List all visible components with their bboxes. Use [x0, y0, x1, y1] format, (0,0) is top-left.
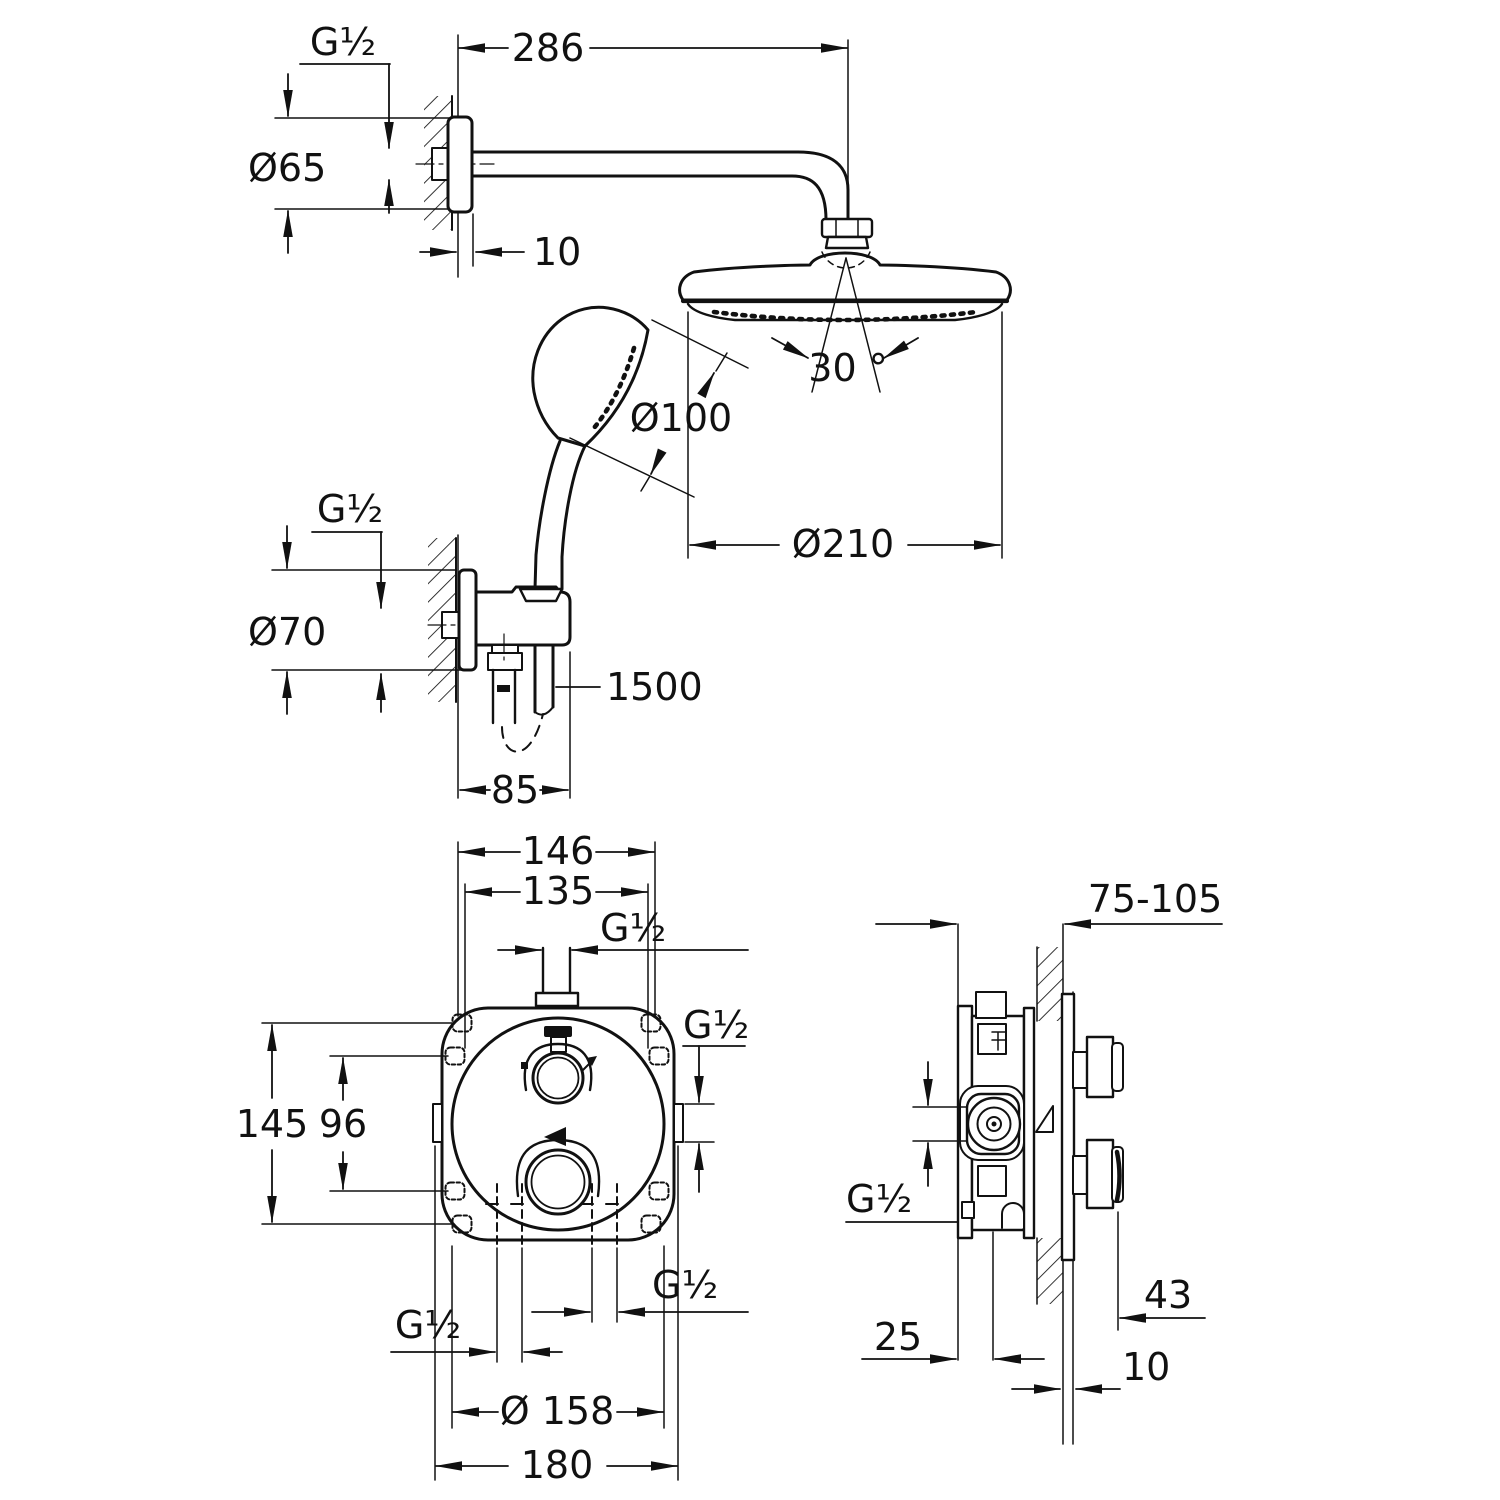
hand-shower-head: [531, 305, 650, 448]
flow-triangle-mark: [1035, 1105, 1054, 1133]
hose-union-nut: [487, 652, 523, 671]
dim-label-head-diameter: Ø210: [792, 522, 894, 566]
shower-head: [678, 251, 1012, 302]
head-shower-view: G¹⁄₂ 286 Ø65 10 30 ° Ø210: [248, 20, 1012, 566]
arm-escutcheon: [446, 115, 474, 214]
dim-label-hose-length: 1500: [606, 665, 703, 709]
bottom-ports-hidden: [485, 1183, 619, 1249]
dim-label-depth-range: 75-105: [1088, 877, 1223, 921]
dim-label-side-thread: G¹⁄₂: [846, 1177, 912, 1221]
dim-label-thread-right: G¹⁄₂: [683, 1003, 749, 1047]
dim-label-thread-bottom-left: G¹⁄₂: [395, 1303, 461, 1347]
grohe-logo-block: [544, 1026, 572, 1037]
dim-label-height-outer: 145: [236, 1102, 309, 1146]
spray-angle-line: [811, 257, 847, 393]
dim-label-holder-projection: 85: [491, 768, 539, 812]
shower-hose: [533, 643, 555, 714]
hand-shower-holder-view: Ø100 G¹⁄₂ Ø70 1500: [248, 305, 749, 812]
shower-arm: [470, 150, 850, 222]
dim-label-flange-depth: 10: [533, 230, 581, 274]
dim-label-holder-thread: G¹⁄₂: [317, 487, 383, 531]
right-port-tab: [673, 1103, 684, 1143]
dim-label-thread-top: G¹⁄₂: [600, 906, 666, 950]
arm-nut: [820, 217, 874, 239]
holder-cone: [518, 587, 564, 603]
mixer-side-view: 75-105 G¹⁄₂ 25 43 10: [845, 877, 1223, 1445]
mixer-front-view: 146 135 G¹⁄₂ G¹⁄₂ 145 96 G¹⁄₂ G¹: [236, 829, 750, 1487]
dim-label-width-inner: 135: [522, 869, 595, 913]
dim-label-height-inner: 96: [319, 1102, 367, 1146]
hand-shower-handle: [533, 439, 562, 591]
side-volume-knob: [1085, 1138, 1115, 1210]
dim-label-arm-projection: 286: [512, 26, 585, 70]
top-outlet-pipe: [541, 946, 572, 995]
left-port-tab: [432, 1103, 443, 1143]
temperature-knob: [531, 1051, 585, 1105]
dim-label-arm-thread: G¹⁄₂: [310, 20, 376, 64]
volume-knob: [524, 1148, 592, 1216]
side-wall-hatch: [1037, 947, 1063, 1021]
dim-label-spray-angle: 30 °: [808, 346, 887, 390]
dim-label-holder-flange-diameter: Ø70: [248, 610, 326, 654]
dim-label-handle-projection: 43: [1144, 1273, 1192, 1317]
hose-outlet: [491, 668, 517, 725]
dim-label-width-outer: 146: [522, 829, 595, 873]
holder-escutcheon: [457, 568, 478, 672]
dim-label-plate-diameter: Ø 158: [500, 1389, 615, 1433]
dim-label-min-depth: 25: [874, 1315, 922, 1359]
flush-port: [975, 991, 1007, 1019]
dim-label-overall-width: 180: [521, 1443, 594, 1487]
spray-nozzles: [711, 309, 979, 323]
dim-label-hand-diameter: Ø100: [630, 396, 732, 440]
dim-label-wall-thickness: 10: [1122, 1345, 1170, 1389]
side-temperature-knob: [1085, 1035, 1115, 1099]
dim-label-flange-diameter: Ø65: [248, 146, 326, 190]
dim-label-thread-bottom-right: G¹⁄₂: [652, 1263, 718, 1307]
trim-ring: [450, 1016, 666, 1232]
finished-wall-trim: [1060, 992, 1076, 1262]
